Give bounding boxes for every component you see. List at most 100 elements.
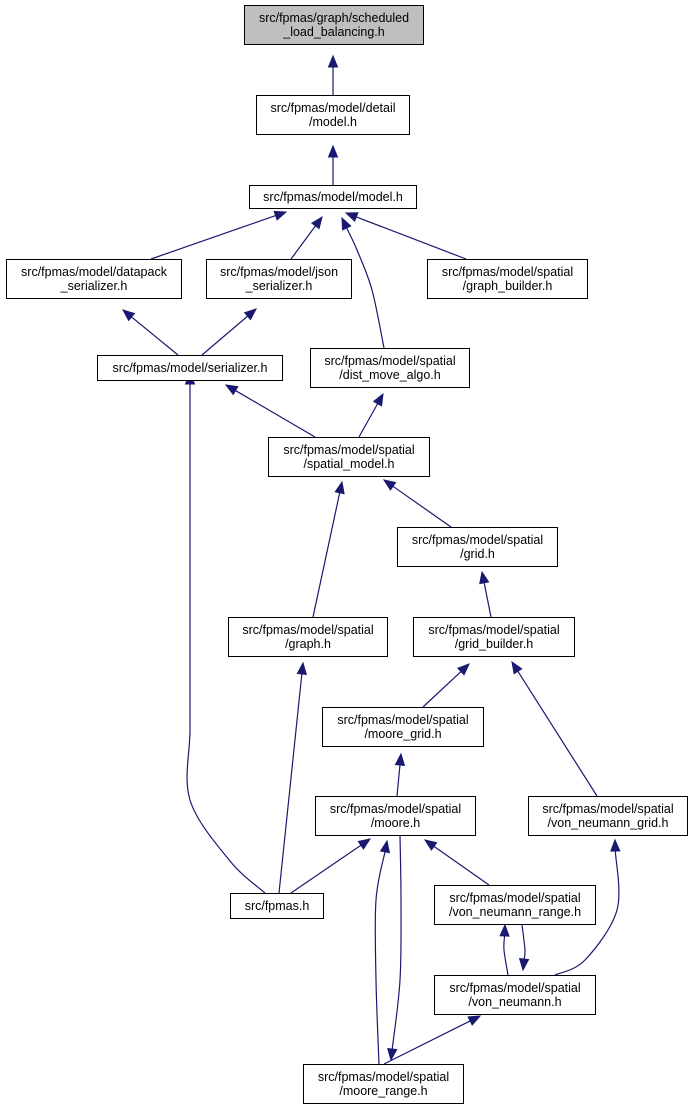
node-label-line: src/fpmas/model/spatial <box>317 1070 450 1084</box>
arrowhead-icon <box>423 839 438 851</box>
edge-line <box>150 215 276 260</box>
node-label-line: /moore.h <box>370 816 421 830</box>
node-von-neumann-grid[interactable]: src/fpmas/model/spatial/von_neumann_grid… <box>528 796 688 836</box>
edge-fpmas-to-moore <box>290 838 372 894</box>
edge-line <box>422 671 462 708</box>
node-label-line: src/fpmas/model/spatial <box>449 891 581 905</box>
node-graph[interactable]: src/fpmas/model/spatial/graph.h <box>228 617 388 657</box>
node-label-line: src/fpmas/model/datapack <box>21 265 167 279</box>
edge-spatial-model-to-dist-move-algo <box>358 392 384 438</box>
edge-graph-to-spatial-model <box>312 480 345 618</box>
edge-moore-range-to-von-neumann <box>383 1015 482 1065</box>
arrowhead-icon <box>121 309 136 322</box>
arrowhead-icon <box>394 752 406 766</box>
edge-line <box>201 315 249 356</box>
node-label-line: /grid.h <box>460 547 495 561</box>
edge-line <box>391 835 402 1050</box>
edge-line <box>312 492 341 618</box>
edge-line <box>392 485 452 528</box>
node-grid[interactable]: src/fpmas/model/spatial/grid.h <box>397 527 558 567</box>
node-label-line: src/fpmas/model/serializer.h <box>112 361 268 375</box>
arrowhead-icon <box>357 838 372 850</box>
edge-moore-grid-to-grid-builder <box>422 663 470 708</box>
node-label-line: src/fpmas/graph/scheduled <box>258 11 410 25</box>
node-moore-grid[interactable]: src/fpmas/model/spatial/moore_grid.h <box>322 707 484 747</box>
node-grid-builder[interactable]: src/fpmas/model/spatial/grid_builder.h <box>413 617 575 657</box>
node-dist-move-algo[interactable]: src/fpmas/model/spatial/dist_move_algo.h <box>310 348 470 388</box>
node-label-line: /von_neumann_grid.h <box>547 816 669 830</box>
edge-moore-range-to-moore <box>374 839 391 1065</box>
node-spatial-model[interactable]: src/fpmas/model/spatial/spatial_model.h <box>268 437 430 477</box>
edge-line <box>374 851 386 1065</box>
edge-graph-builder-to-model <box>344 212 467 260</box>
edge-von-neumann-to-von-neumann-range <box>499 923 510 976</box>
edge-von-neumann-range-to-moore <box>423 839 490 886</box>
node-json-serializer[interactable]: src/fpmas/model/json_serializer.h <box>206 259 352 299</box>
node-label-line: src/fpmas/model/spatial <box>428 623 560 637</box>
arrowhead-icon <box>341 216 352 231</box>
node-label-line: src/fpmas/model/spatial <box>337 713 469 727</box>
arrowhead-icon <box>224 384 239 396</box>
arrowhead-icon <box>467 1015 482 1026</box>
arrowhead-icon <box>457 663 470 676</box>
node-label-line: /dist_move_algo.h <box>339 368 441 382</box>
arrowhead-icon <box>387 1047 398 1062</box>
node-label-line: /graph.h <box>285 637 331 651</box>
node-label-line: /moore_grid.h <box>364 727 442 741</box>
edge-serializer-to-datapack-serializer <box>121 309 179 356</box>
edge-von-neumann-grid-to-grid-builder <box>511 660 598 797</box>
node-label-line: src/fpmas/model/spatial <box>411 533 544 547</box>
edge-line <box>278 673 303 894</box>
edge-fpmas-to-graph <box>278 661 308 894</box>
node-serializer[interactable]: src/fpmas/model/serializer.h <box>97 355 283 381</box>
node-label-line: src/fpmas/model/json <box>219 265 339 279</box>
node-label-line: src/fpmas/model/spatial <box>441 265 574 279</box>
edge-grid-builder-to-grid <box>479 570 492 618</box>
node-von-neumann[interactable]: src/fpmas/model/spatial/von_neumann.h <box>434 975 596 1015</box>
arrowhead-icon <box>610 838 621 852</box>
edge-line <box>517 670 598 797</box>
node-label-line: _load_balancing.h <box>283 25 385 39</box>
node-label-line: /moore_range.h <box>339 1084 428 1098</box>
node-label-line: src/fpmas/model/model.h <box>263 190 403 204</box>
edge-line <box>356 216 467 260</box>
node-label-line: src/fpmas/model/spatial <box>542 802 674 816</box>
node-graph-builder[interactable]: src/fpmas/model/spatial/graph_builder.h <box>427 259 588 299</box>
node-label-line: src/fpmas.h <box>244 899 310 913</box>
edge-line <box>483 582 492 618</box>
node-moore-range[interactable]: src/fpmas/model/spatial/moore_range.h <box>303 1064 464 1104</box>
edge-json-serializer-to-model <box>290 215 323 260</box>
edge-moore-to-moore-grid <box>394 752 406 797</box>
edge-line <box>383 1020 471 1065</box>
arrowhead-icon <box>372 392 384 407</box>
arrowhead-icon <box>327 54 339 68</box>
arrowhead-icon <box>518 958 530 972</box>
node-datapack-serializer[interactable]: src/fpmas/model/datapack_serializer.h <box>6 259 182 299</box>
edge-von-neumann-range-to-von-neumann <box>518 924 530 972</box>
node-von-neumann-range[interactable]: src/fpmas/model/spatial/von_neumann_rang… <box>434 885 596 925</box>
edge-grid-to-spatial-model <box>382 479 452 528</box>
edge-von-neumann-to-von-neumann-grid <box>554 838 621 976</box>
edge-line <box>396 764 401 797</box>
edge-line <box>433 845 490 886</box>
node-detail-model[interactable]: src/fpmas/model/detail/model.h <box>256 95 410 135</box>
edge-line <box>235 390 316 438</box>
node-model[interactable]: src/fpmas/model/model.h <box>249 185 417 209</box>
node-label-line: _serializer.h <box>60 279 128 293</box>
node-moore[interactable]: src/fpmas/model/spatial/moore.h <box>315 796 476 836</box>
node-fpmas[interactable]: src/fpmas.h <box>230 893 324 919</box>
edge-line <box>346 227 385 349</box>
edge-moore-to-moore-range <box>387 835 402 1062</box>
arrowhead-icon <box>479 570 490 585</box>
edge-dist-move-algo-to-model <box>341 216 385 349</box>
node-label-line: /graph_builder.h <box>462 279 553 293</box>
arrowhead-icon <box>310 215 323 230</box>
arrowhead-icon <box>273 210 288 221</box>
arrowhead-icon <box>327 144 339 158</box>
edge-spatial-model-to-serializer <box>224 384 316 438</box>
edge-line <box>186 384 266 894</box>
node-label-line: /model.h <box>309 115 357 129</box>
node-label-line: /spatial_model.h <box>303 457 395 471</box>
node-scheduled-load-balancing: src/fpmas/graph/scheduled_load_balancing… <box>244 5 424 45</box>
